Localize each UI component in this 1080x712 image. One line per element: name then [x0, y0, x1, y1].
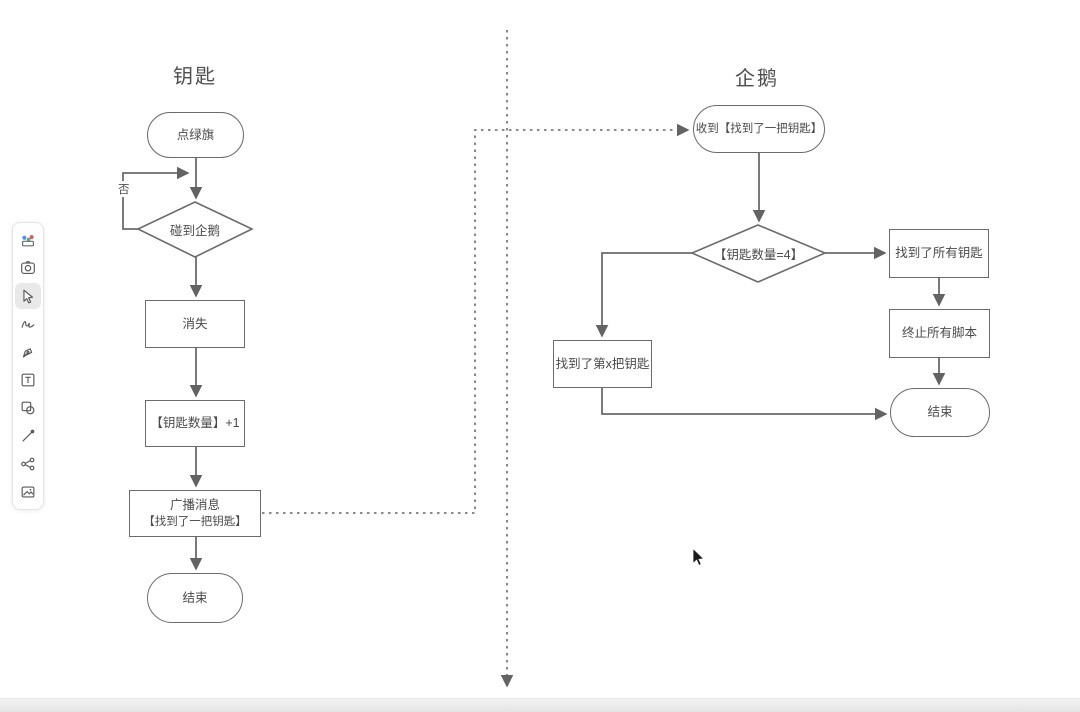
flowchart-key-title[interactable]: 钥匙: [173, 66, 217, 88]
node-key-count-plus-one[interactable]: 【钥匙数量】+1: [145, 400, 245, 447]
node-stop-all-scripts[interactable]: 终止所有脚本: [889, 309, 990, 358]
node-found-xth-key[interactable]: 找到了第x把钥匙: [553, 340, 652, 388]
node-broadcast-message[interactable]: 广播消息 【找到了一把钥匙】: [129, 490, 261, 537]
pen-icon[interactable]: [15, 311, 41, 337]
flowchart-penguin-title[interactable]: 企鹅: [735, 68, 779, 90]
node-start-green-flag[interactable]: 点绿旗: [147, 112, 244, 158]
node-decision-key-count[interactable]: 【钥匙数量=4】: [713, 248, 804, 262]
decision-key-count-shape: [689, 224, 828, 283]
node-found-all-keys[interactable]: 找到了所有钥匙: [889, 229, 989, 278]
node-receive-broadcast[interactable]: 收到【找到了一把钥匙】: [693, 105, 825, 153]
node-disappear[interactable]: 消失: [145, 300, 245, 348]
decision-touch-penguin-shape: [136, 201, 254, 258]
line-tool-icon[interactable]: [15, 423, 41, 449]
screenshot-icon[interactable]: [15, 255, 41, 281]
bottom-strip: [0, 698, 1080, 712]
node-decision-touch-penguin[interactable]: 碰到企鹅: [169, 224, 220, 238]
node-end-key[interactable]: 结束: [147, 573, 243, 623]
stickers-icon[interactable]: [15, 227, 41, 253]
shapes-icon[interactable]: [15, 395, 41, 421]
highlighter-icon[interactable]: [15, 339, 41, 365]
edge-label-no[interactable]: 否: [117, 181, 131, 197]
image-tool-icon[interactable]: [15, 479, 41, 505]
node-end-penguin[interactable]: 结束: [890, 388, 990, 437]
broadcast-line-1: 广播消息: [169, 498, 220, 513]
select-tool-icon[interactable]: [15, 283, 41, 309]
tool-palette: [12, 222, 44, 510]
broadcast-dotted-connector: [262, 123, 690, 514]
broadcast-line-2: 【找到了一把钥匙】: [143, 516, 247, 529]
connector-icon[interactable]: [15, 451, 41, 477]
text-tool-icon[interactable]: [15, 367, 41, 393]
